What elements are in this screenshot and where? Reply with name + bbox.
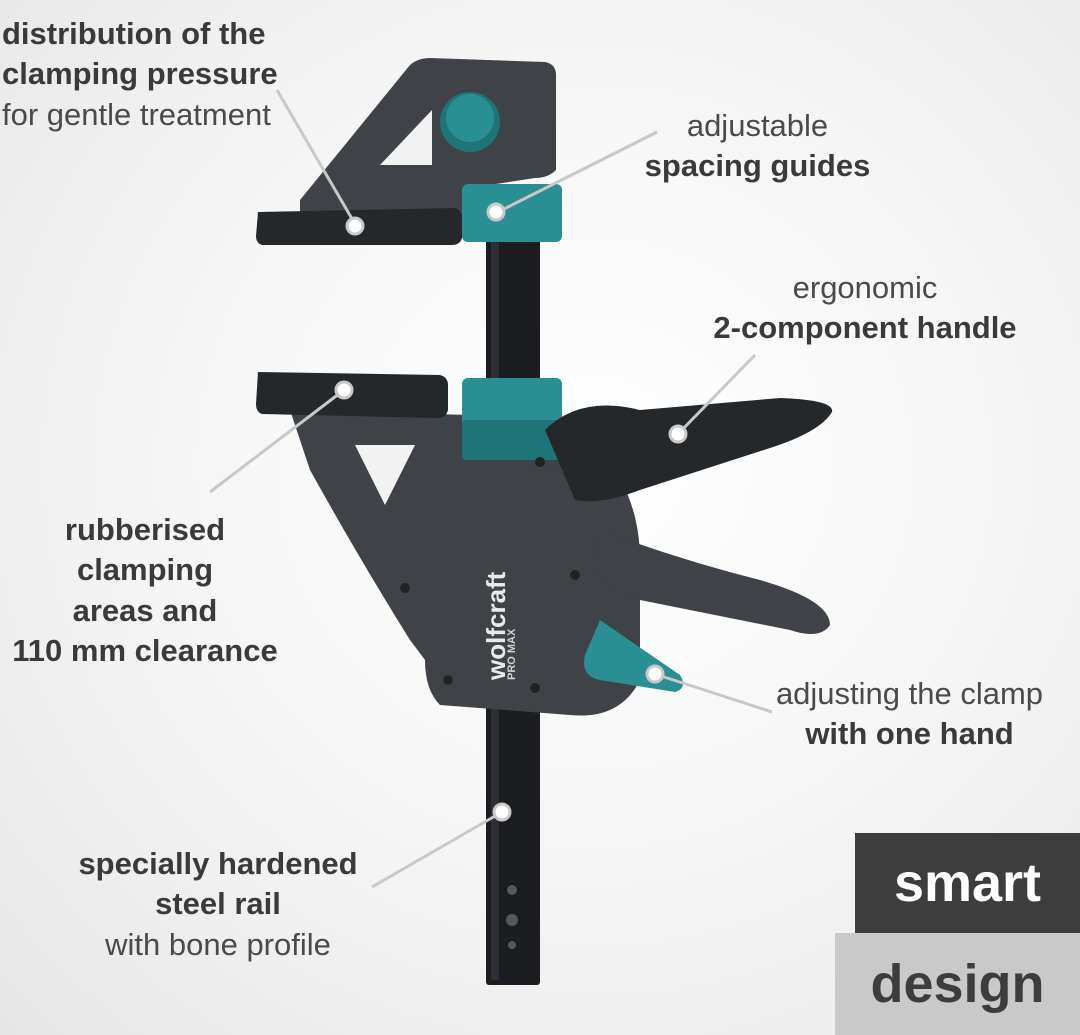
rail-line3: with bone profile xyxy=(105,926,331,962)
callout-onehand: adjusting the clamp with one hand xyxy=(772,674,1047,755)
leader-lines xyxy=(209,89,773,889)
top-jaw xyxy=(256,58,562,245)
rubber-line1: rubberised clamping xyxy=(64,512,226,588)
callout-rail: specially hardened steel rail with bone … xyxy=(78,844,358,965)
callout-handle: ergonomic 2-component handle xyxy=(705,268,1025,349)
guides-line1: adjustable xyxy=(686,108,829,143)
design-badge: design xyxy=(835,933,1080,1035)
rail-line1: specially hardened xyxy=(78,846,358,881)
onehand-line1: adjusting the clamp xyxy=(775,676,1044,711)
rubber-line3: 110 mm clearance xyxy=(12,632,278,668)
brand-logo: wolfcraft xyxy=(481,571,511,681)
clamp-body xyxy=(256,372,640,716)
callout-guides: adjustable spacing guides xyxy=(640,106,875,187)
onehand-line2: with one hand xyxy=(805,716,1014,752)
rubber-line2: areas and xyxy=(72,592,218,628)
pressure-line3: for gentle treatment xyxy=(2,96,271,132)
leader-dots xyxy=(334,202,688,822)
callout-pressure: distribution of the clamping pressure fo… xyxy=(2,14,278,135)
pressure-line1: distribution of the xyxy=(2,16,266,51)
smart-badge: smart xyxy=(855,833,1080,933)
callout-rubber: rubberised clamping areas and 110 mm cle… xyxy=(0,510,290,671)
handle-line2: 2-component handle xyxy=(713,310,1017,346)
guides-line2: spacing guides xyxy=(644,148,871,184)
pressure-line2: clamping pressure xyxy=(2,56,278,92)
rail-line2: steel rail xyxy=(155,886,281,922)
model-label: PRO MAX xyxy=(506,628,518,680)
handle-line1: ergonomic xyxy=(792,270,938,305)
ergonomic-handle xyxy=(545,398,833,634)
